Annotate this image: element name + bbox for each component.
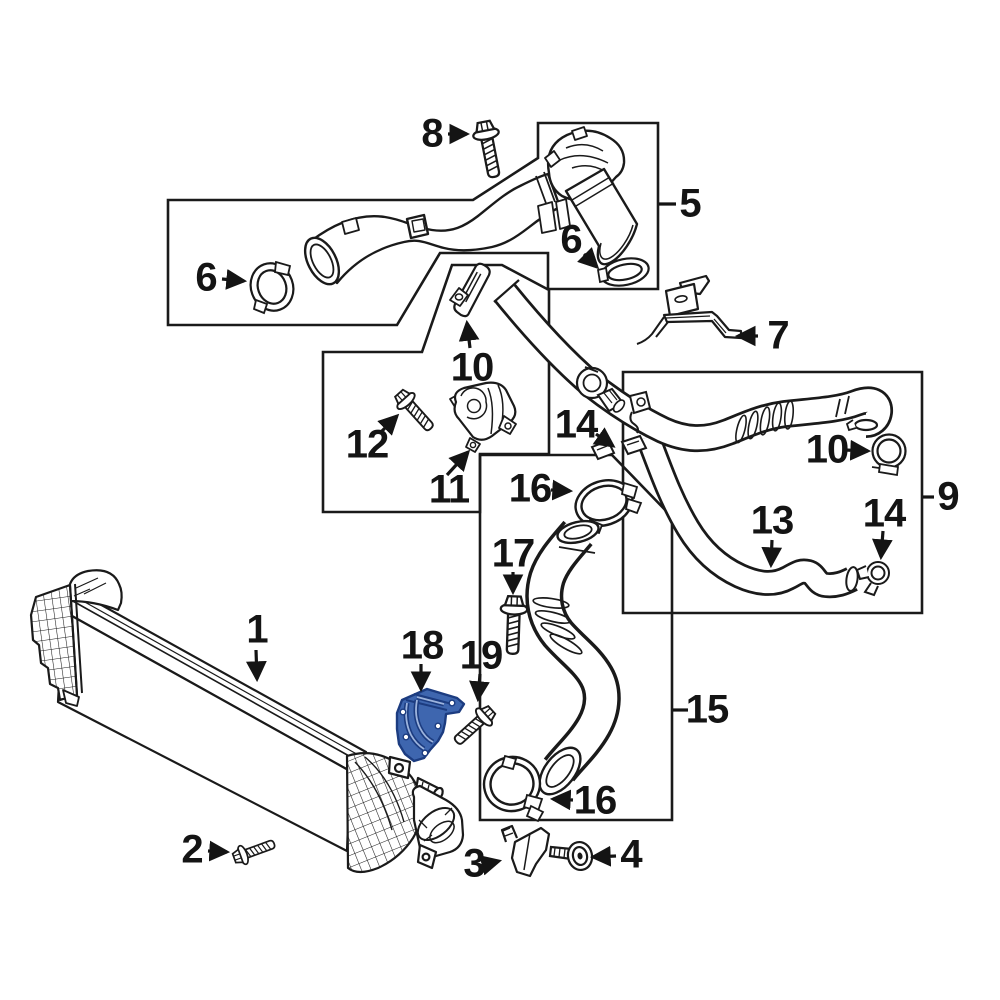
callout-4: 4 (620, 832, 642, 877)
callout-13: 13 (750, 498, 794, 543)
callout-10-clamp: 10 (805, 427, 849, 472)
bracket-3 (500, 824, 551, 878)
bracket-18-highlighted (395, 687, 466, 763)
bolt-17 (498, 594, 529, 656)
hose-15 (525, 519, 621, 796)
callout-6-lower: 6 (560, 217, 582, 262)
box-assembly-5 (166, 121, 660, 327)
intercooler (29, 569, 465, 874)
callout-15: 15 (685, 687, 729, 732)
callout-19: 19 (459, 633, 503, 678)
callout-1: 1 (246, 607, 268, 652)
hose-13 (493, 279, 894, 599)
callout-8: 8 (421, 111, 443, 156)
clip-14-lower (855, 561, 890, 597)
bolt-4 (548, 840, 594, 872)
callout-10-strip: 10 (450, 345, 494, 390)
callout-18: 18 (400, 623, 444, 668)
hose-clamp-10 (871, 433, 907, 477)
callout-16-upper: 16 (508, 466, 552, 511)
callout-2: 2 (181, 827, 203, 872)
bracket-strip-10 (449, 262, 491, 318)
valve-11 (449, 381, 517, 453)
callout-7: 7 (767, 313, 789, 358)
hose-clamp-6-upper (249, 260, 295, 315)
charge-air-pipe-upper (303, 126, 639, 286)
group-boxes (166, 121, 924, 822)
callout-9: 9 (937, 474, 959, 519)
callout-6-upper: 6 (195, 255, 217, 300)
hose-clamp-6-lower (596, 257, 650, 287)
bolt-12 (389, 384, 440, 437)
callout-14-upper: 14 (554, 402, 598, 447)
callout-11: 11 (428, 467, 470, 512)
callout-3: 3 (463, 841, 485, 886)
bolt-2 (230, 833, 279, 869)
clip-14-upper (590, 434, 648, 461)
box-group-10-11-12 (321, 263, 551, 514)
bolt-8 (469, 118, 509, 181)
callout-arrows (207, 123, 934, 876)
bracket-7 (636, 274, 743, 345)
box-group-9 (621, 370, 924, 615)
callout-5: 5 (679, 181, 701, 226)
callout-14-lower: 14 (862, 491, 906, 536)
hose-clamp-16-upper (574, 479, 643, 535)
box-group-15 (478, 453, 674, 822)
callout-17: 17 (491, 531, 535, 576)
callout-12: 12 (345, 422, 389, 467)
callout-16-lower: 16 (573, 778, 617, 823)
hose-clamp-16-lower (482, 754, 545, 823)
